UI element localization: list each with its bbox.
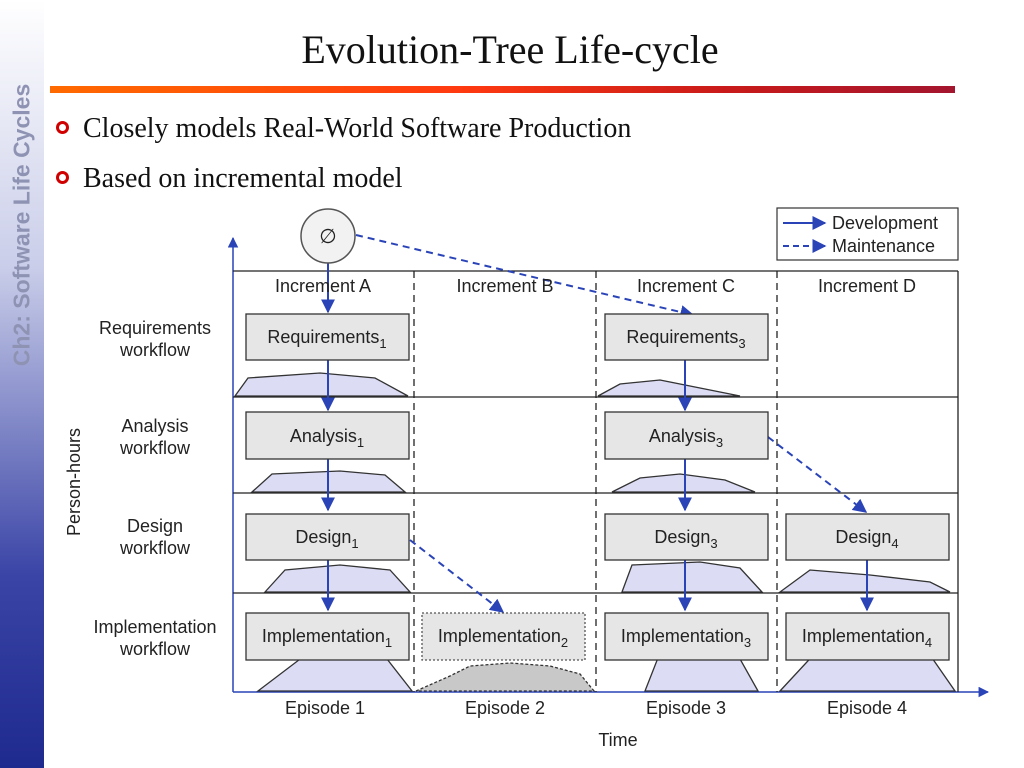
svg-text:Analysis3: Analysis3 <box>649 426 723 450</box>
bullet-item: Based on incremental model <box>56 163 403 195</box>
svg-text:Design3: Design3 <box>654 527 717 551</box>
workflow-grid <box>233 270 959 692</box>
y-axis-label: Person-hours <box>64 428 84 536</box>
box-label: Design <box>654 527 710 547</box>
episode-1-label: Episode 1 <box>285 698 365 718</box>
box-requirements-3: Requirements3 <box>604 313 769 361</box>
box-implementation-1: Implementation1 <box>245 612 410 661</box>
box-implementation-3: Implementation3 <box>604 612 769 661</box>
workflow-label: workflow <box>119 438 191 458</box>
workflow-label: workflow <box>119 340 191 360</box>
episode-2-label: Episode 2 <box>465 698 545 718</box>
svg-text:Analysis1: Analysis1 <box>290 426 364 450</box>
box-implementation-2: Implementation2 <box>421 612 586 661</box>
box-design-1: Design1 <box>245 513 410 561</box>
increment-headers: Increment A Increment B Increment C Incr… <box>275 276 916 296</box>
box-label: Analysis <box>290 426 357 446</box>
box-subscript: 3 <box>716 435 723 450</box>
legend: Development Maintenance <box>776 207 959 261</box>
workflow-labels: Requirements workflow Analysis workflow … <box>93 318 216 659</box>
legend-maintenance: Maintenance <box>832 236 935 256</box>
box-implementation-4: Implementation4 <box>785 612 950 661</box>
box-analysis-1: Analysis1 <box>245 411 410 460</box>
svg-text:Implementation3: Implementation3 <box>621 626 751 650</box>
box-subscript: 2 <box>561 635 568 650</box>
effort-curve-des4 <box>778 569 951 593</box>
bullet-text: Closely models Real-World Software Produ… <box>83 113 632 144</box>
increment-a-label: Increment A <box>275 276 371 296</box>
box-label: Implementation <box>802 626 925 646</box>
svg-text:Implementation1: Implementation1 <box>262 626 392 650</box>
box-subscript: 1 <box>385 635 392 650</box>
effort-curve-ana3 <box>611 473 756 493</box>
box-label: Analysis <box>649 426 716 446</box>
svg-text:Design4: Design4 <box>835 527 898 551</box>
legend-development: Development <box>832 213 938 233</box>
box-subscript: 1 <box>351 536 358 551</box>
title-divider <box>50 86 955 93</box>
workflow-label: Requirements <box>99 318 211 338</box>
maintenance-arrows <box>355 234 868 613</box>
increment-c-label: Increment C <box>637 276 735 296</box>
box-subscript: 1 <box>379 336 386 351</box>
episode-4-label: Episode 4 <box>827 698 907 718</box>
workflow-label: Implementation <box>93 617 216 637</box>
box-label: Implementation <box>262 626 385 646</box>
box-analysis-3: Analysis3 <box>604 411 769 460</box>
development-arrows <box>321 262 874 612</box>
box-subscript: 3 <box>710 536 717 551</box>
effort-curve-imp2 <box>415 662 596 692</box>
box-label: Design <box>295 527 351 547</box>
start-node: ∅ <box>300 208 356 264</box>
bullet-item: Closely models Real-World Software Produ… <box>56 113 631 145</box>
empty-set-symbol: ∅ <box>319 226 336 248</box>
box-subscript: 1 <box>357 435 364 450</box>
box-subscript: 4 <box>925 635 932 650</box>
episode-labels: Episode 1 Episode 2 Episode 3 Episode 4 <box>285 698 907 718</box>
activity-boxes: Requirements1 Requirements3 Analysis1 An… <box>245 313 950 661</box>
box-design-3: Design3 <box>604 513 769 561</box>
box-label: Requirements <box>267 327 379 347</box>
axes <box>227 236 990 698</box>
episode-3-label: Episode 3 <box>646 698 726 718</box>
workflow-label: Analysis <box>121 416 188 436</box>
bullet-text: Based on incremental model <box>83 163 403 194</box>
x-axis-label: Time <box>598 730 637 750</box>
sidebar: Ch2: Software Life Cycles <box>0 0 44 768</box>
increment-d-label: Increment D <box>818 276 916 296</box>
svg-text:Requirements3: Requirements3 <box>626 327 745 351</box>
box-label: Design <box>835 527 891 547</box>
box-label: Implementation <box>621 626 744 646</box>
effort-curve-des1 <box>263 564 412 593</box>
box-subscript: 3 <box>744 635 751 650</box>
svg-text:Implementation4: Implementation4 <box>802 626 932 650</box>
effort-curve-des3 <box>621 561 764 593</box>
box-design-4: Design4 <box>785 513 950 561</box>
svg-text:Requirements1: Requirements1 <box>267 327 386 351</box>
box-requirements-1: Requirements1 <box>245 313 410 361</box>
effort-curve-req1 <box>233 372 409 397</box>
workflow-label: workflow <box>119 639 191 659</box>
workflow-label: workflow <box>119 538 191 558</box>
box-subscript: 3 <box>738 336 745 351</box>
increment-b-label: Increment B <box>456 276 553 296</box>
bullet-icon <box>56 171 69 184</box>
workflow-label: Design <box>127 516 183 536</box>
box-label: Requirements <box>626 327 738 347</box>
box-label: Implementation <box>438 626 561 646</box>
box-subscript: 4 <box>891 536 898 551</box>
slide-title: Evolution-Tree Life-cycle <box>301 27 719 72</box>
bullet-icon <box>56 121 69 134</box>
effort-curves <box>233 372 957 692</box>
svg-text:Design1: Design1 <box>295 527 358 551</box>
svg-text:Implementation2: Implementation2 <box>438 626 568 650</box>
effort-curve-req3 <box>597 379 741 397</box>
